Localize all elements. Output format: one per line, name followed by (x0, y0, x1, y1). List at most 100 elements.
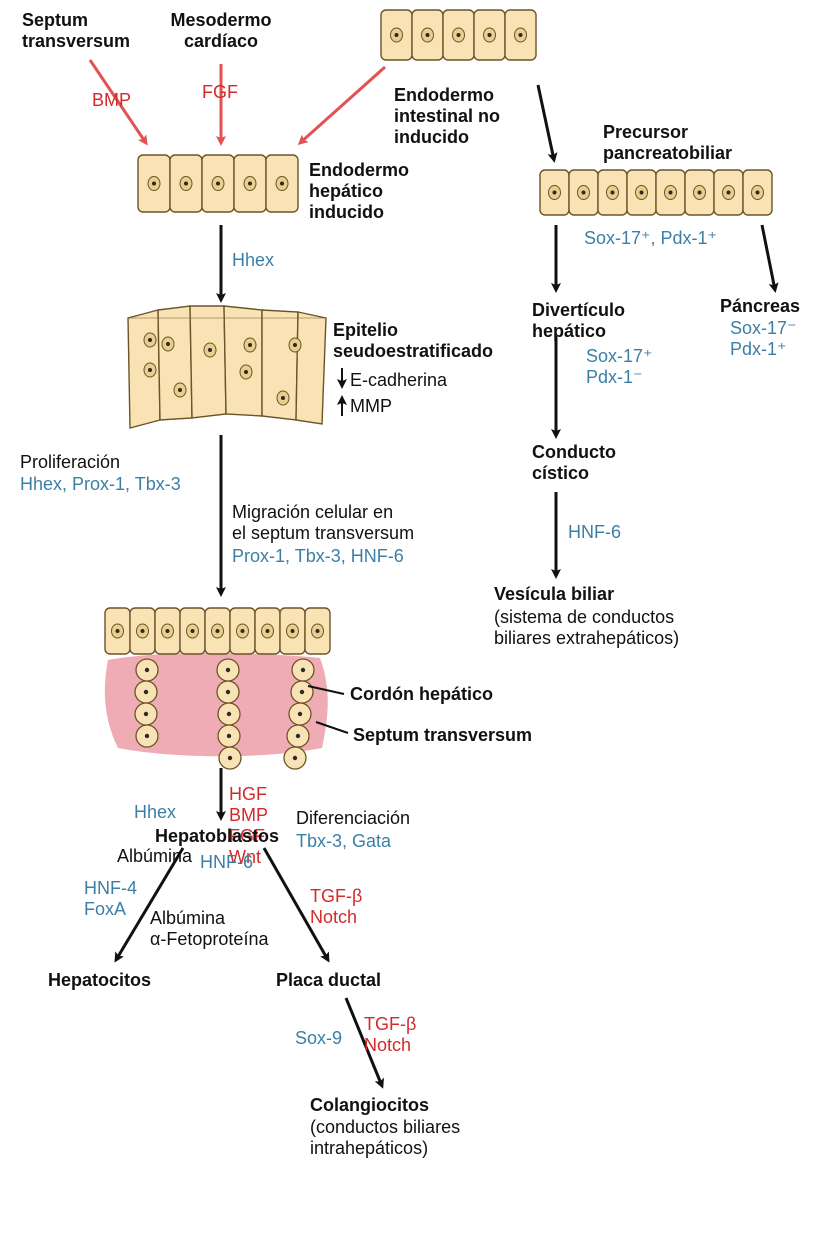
vesicula-sub-line2: biliares extrahepáticos) (494, 628, 679, 649)
endodermo-no-inducido-arrow (300, 67, 385, 143)
septum-top-cell-9-nucleolus (316, 629, 320, 633)
epithelial-cell-3 (190, 306, 226, 418)
albumina-line-2: Albúmina (150, 908, 268, 929)
bmp-inducer-label: BMP (92, 90, 131, 111)
conducto-line2: cístico (532, 463, 616, 484)
tgf-line-1: TGF-β (310, 886, 362, 907)
endodermo-intestinal-label: Endodermo intestinal no inducido (394, 85, 500, 148)
hepatoblastos-label: Hepatoblastos (155, 826, 279, 847)
hhex-factor-2: Hhex (134, 802, 176, 823)
albumina-fetoproteina-label: Albúmina α-Fetoproteína (150, 908, 268, 950)
septum-top-cell-8-nucleolus (291, 629, 295, 633)
notch-line-2: Notch (364, 1035, 416, 1056)
albumina-label-1: Albúmina (117, 846, 192, 867)
precursor-cell-4-nucleolus (640, 191, 644, 195)
hepatic-cell-5-nucleolus (280, 182, 284, 186)
epitelio-line2: seudoestratificado (333, 341, 493, 362)
cordon-hepatico-label: Cordón hepático (350, 684, 493, 705)
hepatic-cell-1-nucleolus (152, 182, 156, 186)
tgf-notch-label-2: TGF-β Notch (364, 1014, 416, 1056)
precursor-label: Precursor pancreatobiliar (603, 122, 732, 164)
e-cadherina-label: E-cadherina (350, 370, 447, 391)
endodermo-hep-line1: Endodermo (309, 160, 409, 181)
septum-top-cell-2-nucleolus (141, 629, 145, 633)
diverticulo-line2: hepático (532, 321, 625, 342)
endodermo-int-line1: Endodermo (394, 85, 500, 106)
precursor-cell-5-nucleolus (669, 191, 673, 195)
colangiocitos-sub-line2: intrahepáticos) (310, 1138, 460, 1159)
epithelial-nucleolus-6 (281, 396, 285, 400)
proliferacion-label: Proliferación (20, 452, 120, 473)
diverticulo-line1: Divertículo (532, 300, 625, 321)
epithelial-cell-4 (224, 306, 262, 416)
diverticulo-label: Divertículo hepático (532, 300, 625, 342)
septum-top-cell-7-nucleolus (266, 629, 270, 633)
pancreas-pdx1: Pdx-1⁺ (730, 339, 797, 360)
intestinal-cell-3-nucleolus (457, 33, 461, 37)
epithelial-nucleolus-7 (293, 343, 297, 347)
intestinal-cell-1-nucleolus (395, 33, 399, 37)
notch-line-1: Notch (310, 907, 362, 928)
endodermo-hep-line3: inducido (309, 202, 409, 223)
hnf6-hepatoblastos: HNF-6 (200, 852, 253, 873)
cord-2-nucleolus-1 (226, 668, 230, 672)
mesodermo-cardiaco-label: Mesodermo cardíaco (160, 10, 282, 52)
vesicula-sub-label: (sistema de conductos biliares extrahepá… (494, 607, 679, 649)
tgf-line-2: TGF-β (364, 1014, 416, 1035)
epithelial-nucleolus-3 (148, 368, 152, 372)
hnf4-line: HNF-4 (84, 878, 137, 899)
hnf4-foxa-label: HNF-4 FoxA (84, 878, 137, 920)
intestinal-cell-5-nucleolus (519, 33, 523, 37)
cord-3-nucleolus-1 (301, 668, 305, 672)
septum-top-cell-1-nucleolus (116, 629, 120, 633)
precursor-cell-1-nucleolus (553, 191, 557, 195)
epithelial-cell-6 (296, 312, 326, 424)
hepatic-cell-3-nucleolus (216, 182, 220, 186)
septum-top-cell-6-nucleolus (241, 629, 245, 633)
endodermo-int-line2: intestinal no (394, 106, 500, 127)
intestinal-cell-2-nucleolus (426, 33, 430, 37)
diverticulo-pdx1: Pdx-1⁻ (586, 367, 653, 388)
mmp-label: MMP (350, 396, 392, 417)
migracion-line1: Migración celular en (232, 502, 414, 523)
endodermo-int-line3: inducido (394, 127, 500, 148)
cord-2-nucleolus-3 (227, 712, 231, 716)
hepatocitos-label: Hepatocitos (48, 970, 151, 991)
epithelial-nucleolus-4 (208, 348, 212, 352)
endodermo-hepatico-label: Endodermo hepático inducido (309, 160, 409, 223)
cord-1-nucleolus-1 (145, 668, 149, 672)
endoderm-to-precursor-arrow (538, 85, 554, 160)
fgf-inducer-label: FGF (202, 82, 238, 103)
epithelial-nucleolus-1 (148, 338, 152, 342)
epithelial-cell-2 (158, 306, 192, 420)
epitelio-label: Epitelio seudoestratificado (333, 320, 493, 362)
foxa-line: FoxA (84, 899, 137, 920)
septum-top-cell-5-nucleolus (216, 629, 220, 633)
diferenciacion-label: Diferenciación (296, 808, 410, 829)
bmp-label-2: BMP (229, 805, 268, 826)
hepatic-cell-4-nucleolus (248, 182, 252, 186)
cord-2-nucleolus-2 (226, 690, 230, 694)
pancreas-arrow (762, 225, 775, 290)
cord-3-nucleolus-5 (293, 756, 297, 760)
precursor-line2: pancreatobiliar (603, 143, 732, 164)
intestinal-cell-4-nucleolus (488, 33, 492, 37)
precursor-cell-6-nucleolus (698, 191, 702, 195)
colangiocitos-label: Colangiocitos (310, 1095, 429, 1116)
epithelial-nucleolus-9 (248, 343, 252, 347)
pancreas-label: Páncreas (720, 296, 800, 317)
hepatic-cell-2-nucleolus (184, 182, 188, 186)
migracion-line2: el septum transversum (232, 523, 414, 544)
cord-3-nucleolus-2 (300, 690, 304, 694)
cord-1-nucleolus-4 (145, 734, 149, 738)
hgf-label: HGF (229, 784, 268, 805)
fetoproteina-line: α-Fetoproteína (150, 929, 268, 950)
diverticulo-factors: Sox-17⁺ Pdx-1⁻ (586, 346, 653, 388)
septum-top-cell-3-nucleolus (166, 629, 170, 633)
epitelio-line1: Epitelio (333, 320, 493, 341)
conducto-line1: Conducto (532, 442, 616, 463)
mesodermo-line2: cardíaco (160, 31, 282, 52)
septum-transversum-source-label: Septum transversum (22, 10, 130, 52)
colangiocitos-sub-line1: (conductos biliares (310, 1117, 460, 1138)
septum-top-cell-4-nucleolus (191, 629, 195, 633)
